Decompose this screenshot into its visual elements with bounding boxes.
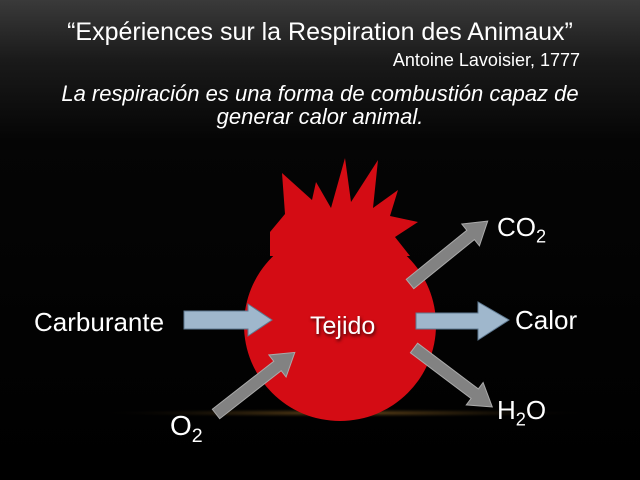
subtitle-line-2: generar calor animal. [216,104,424,129]
co2-label: CO2 [497,212,546,245]
h2o-sub: 2 [515,409,526,430]
h2o-rest: O [525,395,547,425]
o2-label: O2 [170,410,203,446]
co2-arrow [405,220,489,290]
fuel-arrow [183,303,273,337]
h2o-arrow [409,342,494,408]
slide-author: Antoine Lavoisier, 1777 [392,50,580,70]
o2-sub: 2 [191,424,203,447]
heat-arrow [415,301,510,341]
h2o-label: H2O [497,395,547,428]
tissue-flame-shape [244,158,436,421]
o2-base: O [170,410,192,441]
co2-base: CO [497,212,536,242]
heat-label: Calor [515,305,578,335]
h2o-base: H [497,395,516,425]
co2-sub: 2 [536,226,547,247]
slide-subtitle: La respiración es una forma de combustió… [0,82,640,128]
o2-arrow [211,351,296,420]
subtitle-line-1: La respiración es una forma de combustió… [61,81,579,106]
tissue-label: Tejido [310,312,376,340]
fuel-label: Carburante [34,307,165,337]
slide-title: “Expériences sur la Respiration des Anim… [67,18,573,46]
